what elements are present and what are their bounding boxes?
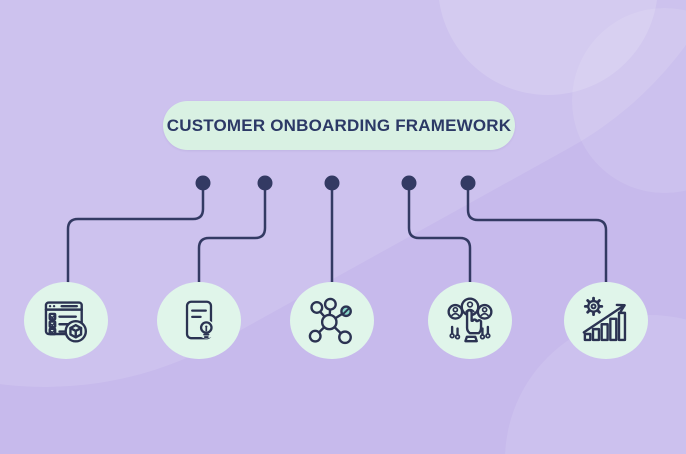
connector-branch-1 [66, 183, 205, 283]
node-network-hub [290, 282, 374, 359]
node-user-selection [428, 282, 512, 359]
node-checklist-window [24, 282, 108, 359]
connector-dot-1 [195, 175, 211, 191]
title-pill: CUSTOMER ONBOARDING FRAMEWORK [163, 101, 515, 150]
connector-branch-2 [197, 183, 267, 283]
connector-dot-3 [324, 175, 340, 191]
connector-dot-2 [257, 175, 273, 191]
node-document-lightbulb [157, 282, 241, 359]
connector-dot-4 [401, 175, 417, 191]
node-growth-chart [564, 282, 648, 359]
page-title: CUSTOMER ONBOARDING FRAMEWORK [166, 115, 512, 135]
checklist-window-icon [44, 300, 88, 343]
hand-user-selection-icon [447, 296, 493, 342]
network-hub-icon [308, 297, 352, 344]
connector-branch-4 [407, 183, 472, 283]
connector-dot-5 [460, 175, 476, 191]
growth-chart-gear-icon [582, 296, 627, 341]
document-lightbulb-icon [185, 300, 216, 339]
connector-branch-5 [466, 183, 608, 283]
